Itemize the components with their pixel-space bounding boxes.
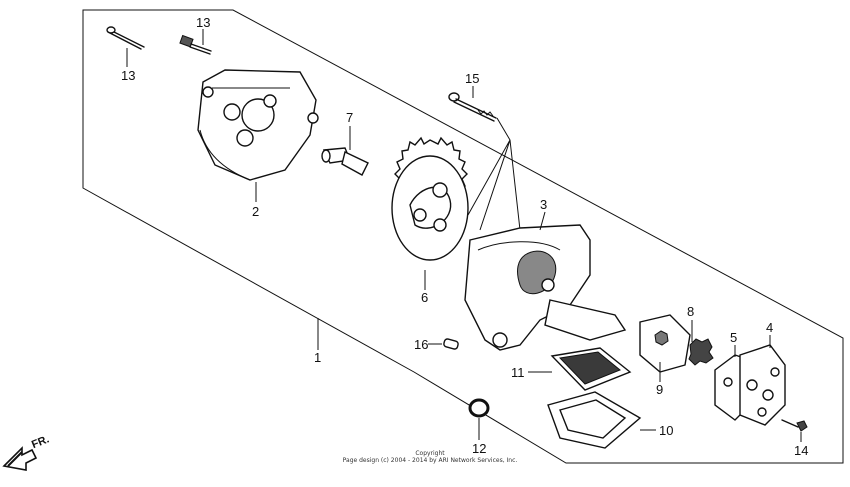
copyright-notice: Copyright Page design (c) 2004 - 2014 by… [300,450,560,464]
assembly-boundary [82,9,844,464]
callout-11: 11 [511,365,525,380]
callout-14: 14 [794,443,808,458]
callout-4: 4 [766,320,773,335]
part-13-bolt-top[interactable] [179,34,212,55]
callout-5: 5 [730,330,737,345]
part-11-strainer-screen[interactable] [550,347,632,391]
part-12-o-ring[interactable] [468,398,490,418]
callout-10: 10 [659,423,673,438]
callout-15: 15 [465,71,479,86]
callout-1: 1 [314,350,321,365]
part-6-driven-gear[interactable] [391,136,469,261]
callout-2: 2 [252,204,259,219]
callout-12: 12 [472,441,486,456]
part-4-pump-plate[interactable] [739,344,786,426]
callout-13-top: 13 [196,15,210,30]
callout-8: 8 [687,304,694,319]
part-10-gasket[interactable] [547,391,642,449]
part-2-pump-cover[interactable] [197,69,319,181]
part-8-inner-rotor[interactable] [688,338,714,366]
part-7-stud[interactable] [321,147,369,176]
copyright-line-1: Copyright [415,450,445,457]
part-15-long-bolt[interactable] [448,92,497,122]
part-14-screw[interactable] [781,419,808,432]
callout-3: 3 [540,197,547,212]
callout-9: 9 [656,382,663,397]
part-13-bolt-left[interactable] [106,26,145,50]
copyright-line-2: Page design (c) 2004 - 2014 by ARI Netwo… [342,457,518,464]
front-direction-arrow-icon [2,446,38,471]
callout-6: 6 [421,290,428,305]
part-3-pump-body[interactable] [464,224,627,351]
callout-7: 7 [346,110,353,125]
part-9-outer-rotor[interactable] [639,314,691,373]
callout-13-left: 13 [121,68,135,83]
callout-16: 16 [414,337,428,352]
part-16-pin[interactable] [443,338,459,350]
